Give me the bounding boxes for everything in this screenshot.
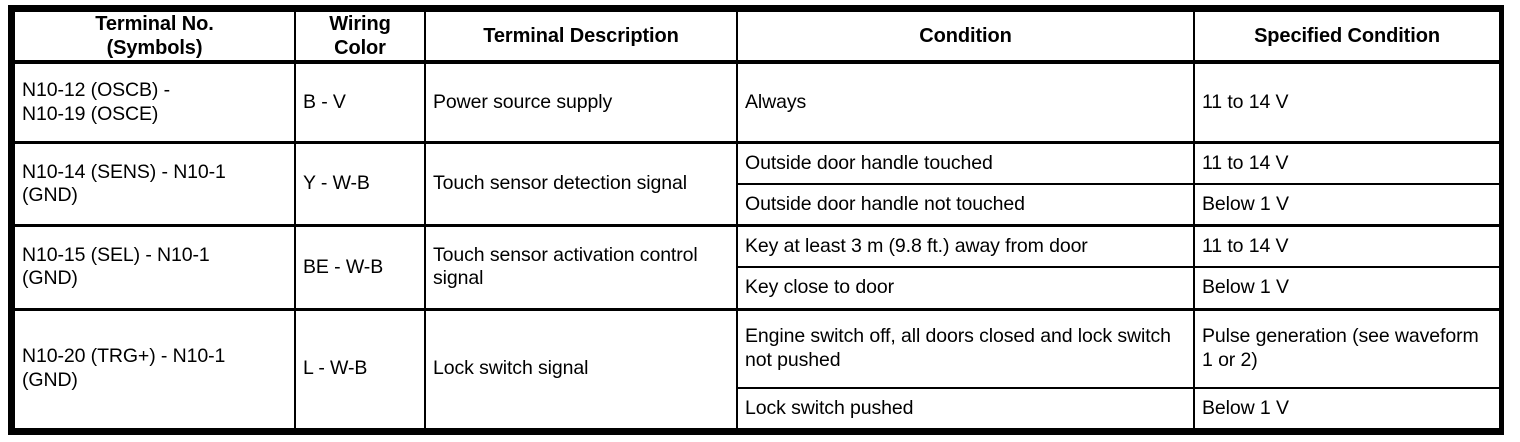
table-row: Lock switch pushed Below 1 V — [14, 387, 1501, 430]
cell-condition: Key at least 3 m (9.8 ft.) away from doo… — [736, 224, 1195, 269]
cell-specified-condition: Below 1 V — [1193, 183, 1501, 227]
table-body: N10-12 (OSCB) - N10-19 (OSCE) B - V Powe… — [13, 60, 1501, 430]
cell-wiring-color: B - V — [294, 60, 426, 144]
cell-specified-condition: Below 1 V — [1193, 387, 1501, 430]
cell-specified-condition: 11 to 14 V — [1193, 141, 1501, 186]
table-header: Terminal No. (Symbols) Wiring Color Term… — [13, 10, 1501, 64]
terminal-inspection-table: Terminal No. (Symbols) Wiring Color Term… — [13, 10, 1501, 430]
column-header-wiring-color-line1: Wiring — [329, 13, 391, 35]
cell-specified-condition: 11 to 14 V — [1193, 60, 1501, 144]
cell-terminal-no-line1: N10-15 (SEL) - N10-1 — [22, 243, 210, 266]
table-row: N10-12 (OSCB) - N10-19 (OSCE) B - V Powe… — [13, 60, 1501, 144]
table-row: N10-15 (SEL) - N10-1 (GND) BE - W-B Touc… — [13, 224, 1501, 311]
cell-condition: Always — [736, 60, 1195, 144]
cell-specified-condition: Pulse generation (see waveform 1 or 2) — [1193, 307, 1501, 390]
table-row: N10-20 (TRG+) - N10-1 (GND) L - W-B Lock… — [13, 307, 1501, 430]
table-row: Key close to door Below 1 V — [14, 266, 1501, 310]
cell-terminal-no: N10-20 (TRG+) - N10-1 (GND) — [13, 307, 296, 430]
table-header-row: Terminal No. (Symbols) Wiring Color Term… — [13, 10, 1501, 64]
cell-terminal-no: N10-12 (OSCB) - N10-19 (OSCE) — [13, 60, 296, 144]
cell-condition: Key close to door — [736, 266, 1195, 310]
cell-condition: Lock switch pushed — [736, 387, 1195, 430]
table-row: N10-14 (SENS) - N10-1 (GND) Y - W-B Touc… — [13, 141, 1501, 227]
cell-terminal-no: N10-15 (SEL) - N10-1 (GND) — [13, 224, 296, 311]
column-header-wiring-color-line2: Color — [334, 37, 386, 59]
cell-specified-condition: Below 1 V — [1193, 266, 1501, 310]
cell-wiring-color: L - W-B — [294, 307, 426, 430]
column-header-wiring-color: Wiring Color — [294, 10, 426, 64]
cell-condition: Engine switch off, all doors closed and … — [736, 307, 1195, 390]
cell-terminal-no-line1: N10-14 (SENS) - N10-1 — [22, 160, 226, 183]
cell-terminal-no-line1: N10-12 (OSCB) - — [22, 78, 171, 101]
terminal-inspection-table-container: Terminal No. (Symbols) Wiring Color Term… — [8, 5, 1504, 435]
cell-terminal-no: N10-14 (SENS) - N10-1 (GND) — [13, 141, 296, 227]
cell-terminal-description: Touch sensor detection signal — [424, 141, 738, 227]
cell-terminal-no-line2: N10-19 (OSCE) — [22, 102, 159, 125]
cell-wiring-color: Y - W-B — [294, 141, 426, 227]
cell-condition: Outside door handle touched — [736, 141, 1195, 186]
cell-terminal-no-line2: (GND) — [22, 267, 78, 290]
column-header-specified-condition: Specified Condition — [1193, 10, 1501, 64]
table-row: Outside door handle not touched Below 1 … — [14, 183, 1501, 227]
column-header-terminal-no-line2: (Symbols) — [106, 37, 203, 59]
column-header-terminal-no-line1: Terminal No. — [95, 13, 214, 35]
cell-terminal-no-line2: (GND) — [22, 369, 78, 392]
cell-terminal-no-line1: N10-20 (TRG+) - N10-1 — [22, 345, 226, 368]
cell-terminal-no-line2: (GND) — [22, 184, 78, 207]
column-header-condition: Condition — [736, 10, 1195, 64]
column-header-terminal-no: Terminal No. (Symbols) — [13, 10, 296, 64]
column-header-terminal-description: Terminal Description — [424, 10, 738, 64]
cell-specified-condition: 11 to 14 V — [1193, 224, 1501, 269]
cell-wiring-color: BE - W-B — [294, 224, 426, 311]
cell-terminal-description: Power source supply — [424, 60, 738, 144]
cell-terminal-description: Touch sensor activation control signal — [424, 224, 738, 311]
cell-terminal-description: Lock switch signal — [424, 307, 738, 430]
cell-condition: Outside door handle not touched — [736, 183, 1195, 227]
